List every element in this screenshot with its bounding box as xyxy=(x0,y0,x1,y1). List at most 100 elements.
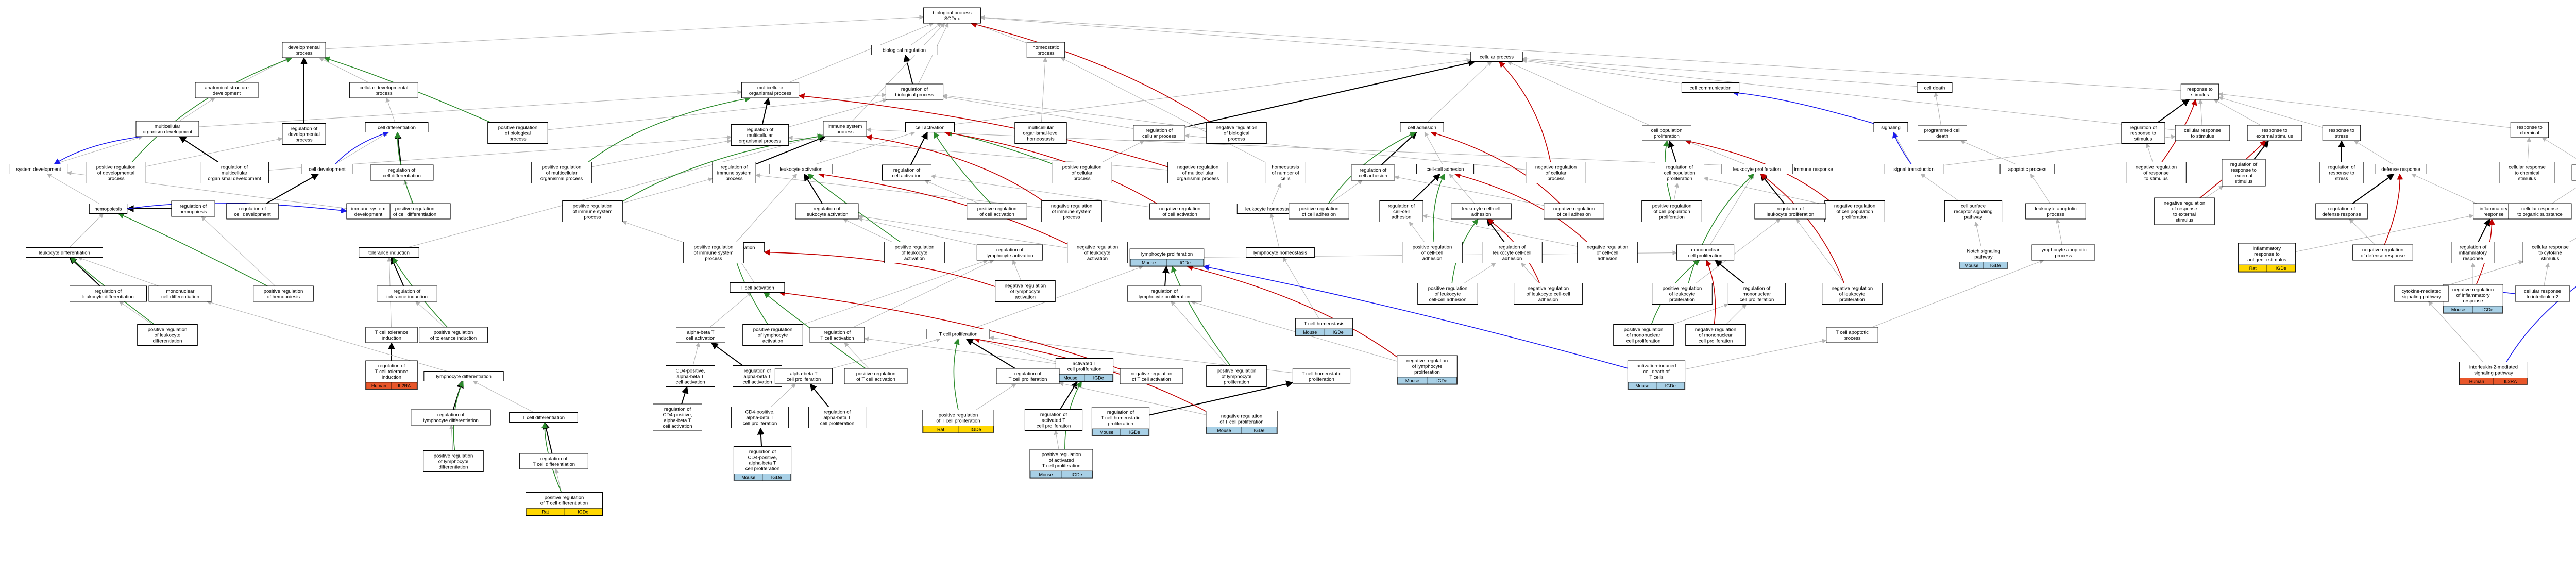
go-term-node[interactable]: lymphocyte differentiation xyxy=(423,371,504,381)
go-term-node[interactable]: regulation ofT cell proliferation xyxy=(996,368,1060,384)
go-term-node[interactable]: regulation ofT cell homeostaticprolifera… xyxy=(1091,407,1150,436)
go-term-node[interactable]: cell activation xyxy=(905,122,955,132)
go-term-node[interactable]: T cell differentiation xyxy=(509,412,578,423)
go-term-node[interactable]: cell-cell adhesion xyxy=(1416,164,1475,174)
go-term-node[interactable]: lymphocyte homeostasis xyxy=(1246,247,1315,258)
go-term-node[interactable]: regulation ofT cell activation xyxy=(809,327,865,343)
go-term-node[interactable]: regulation ofT cell differentiation xyxy=(519,453,588,469)
go-term-node[interactable]: cell differentiation xyxy=(365,122,429,132)
go-term-node[interactable]: apoptotic process xyxy=(1999,164,2055,174)
go-term-node[interactable]: defense response xyxy=(2375,164,2427,174)
go-term-node[interactable]: cell adhesion xyxy=(1400,122,1444,132)
go-term-node[interactable]: cell death xyxy=(1917,82,1953,93)
go-term-node[interactable]: signaling xyxy=(1873,122,1908,132)
go-term-node[interactable]: T cell proliferation xyxy=(926,329,990,339)
go-term-node[interactable]: leukocyte activation xyxy=(769,164,833,174)
go-term-node[interactable]: cell development xyxy=(301,164,353,174)
